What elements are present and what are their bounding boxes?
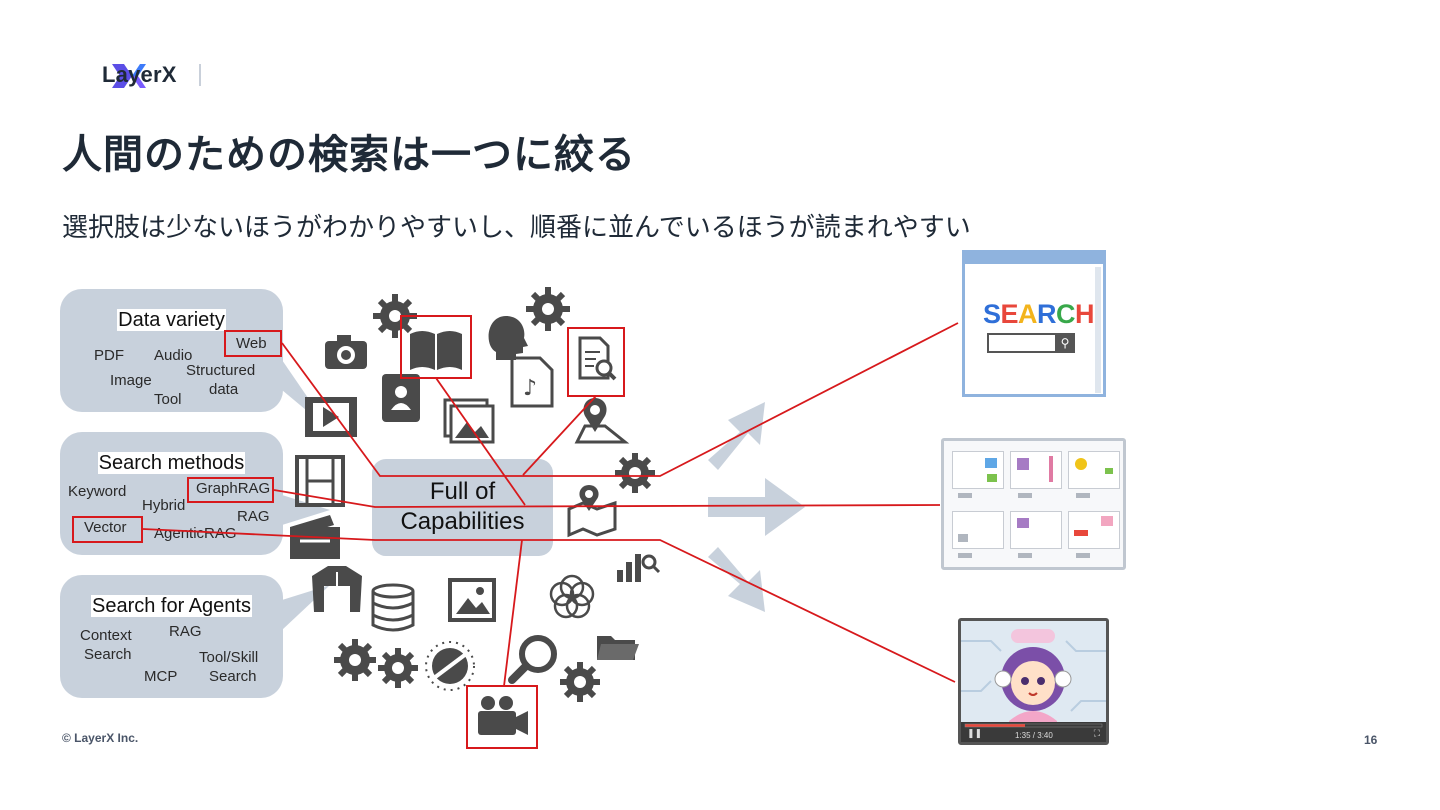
- label-audio: Audio: [154, 347, 193, 364]
- label-mcp: MCP: [144, 668, 178, 685]
- label-data: data: [209, 381, 239, 398]
- scrollbar: [1095, 267, 1101, 393]
- card-caption: [1076, 493, 1090, 498]
- film-icon: [305, 397, 357, 437]
- fullscreen-icon[interactable]: ⛶: [1093, 729, 1100, 739]
- gear-icon: [378, 648, 418, 688]
- book-icon: [410, 331, 462, 370]
- card-4: [952, 511, 1004, 549]
- search-for-agents-panel: Search for Agents Context Search RAG Too…: [60, 575, 283, 698]
- contact-book-icon: [382, 374, 420, 422]
- tilted-ball-icon: [425, 641, 475, 691]
- head-icon: [488, 316, 528, 360]
- vector-highlight-box: [72, 516, 143, 543]
- video-player-illustration: 1:35 / 3:40 ❚❚ ⛶: [958, 618, 1109, 745]
- database-icon: [371, 583, 415, 632]
- header-divider: [199, 64, 201, 86]
- data-variety-title: Data variety: [117, 309, 226, 331]
- data-variety-panel: Data variety PDF Audio Web Image Structu…: [60, 289, 283, 412]
- label-vector: Vector: [84, 519, 127, 536]
- search-for-agents-title: Search for Agents: [91, 595, 252, 617]
- music-file-icon: ♪: [510, 356, 554, 408]
- card-grid-illustration: [941, 438, 1126, 570]
- label-context: Context: [80, 627, 132, 644]
- label-structured: Structured: [186, 362, 256, 379]
- flower-icon: [549, 574, 595, 619]
- gear-icon: [560, 662, 600, 702]
- search-logo: SEARCH: [983, 299, 1095, 329]
- label-rag: RAG: [237, 508, 270, 525]
- arrow-down-right-icon: [708, 547, 765, 612]
- center-line-1: Full of: [429, 478, 496, 505]
- gear-icon: [373, 294, 417, 338]
- browser-toolbar: [965, 253, 1103, 264]
- bar-chart-search-icon: [617, 554, 661, 582]
- video-camera-icon: [478, 696, 528, 735]
- search-button-icon: ⚲: [1055, 333, 1075, 353]
- search-window-illustration: SEARCH ⚲: [962, 250, 1106, 397]
- card-2: [1010, 451, 1062, 489]
- map-pin-icon: [574, 398, 630, 444]
- search-methods-title: Search methods: [97, 452, 246, 474]
- svg-text:♪: ♪: [523, 376, 537, 401]
- film-strip-icon: [295, 455, 345, 507]
- card-caption: [1018, 553, 1032, 558]
- copyright: © LayerX Inc.: [62, 731, 139, 745]
- label-pdf: PDF: [94, 347, 124, 364]
- logo-text: LayerX: [102, 62, 177, 87]
- layerx-logo-icon: [112, 64, 146, 88]
- gear-icon: [334, 639, 376, 681]
- card-caption: [958, 493, 972, 498]
- center-line-2: Capabilities: [400, 508, 525, 535]
- picture-icon: [443, 398, 495, 444]
- card-caption: [958, 553, 972, 558]
- label-hybrid: Hybrid: [142, 497, 186, 514]
- label-graphrag: GraphRAG: [196, 480, 271, 497]
- page-number: 16: [1364, 733, 1378, 747]
- jacket-icon: [312, 566, 362, 612]
- connector-lines: [142, 322, 959, 687]
- label-tool: Tool: [154, 391, 182, 408]
- label-context-search: Search: [84, 646, 132, 663]
- document-search-icon: [578, 336, 617, 381]
- card-caption: [1018, 493, 1032, 498]
- card-caption: [1076, 553, 1090, 558]
- gear-icon: [615, 453, 655, 493]
- label-web: Web: [236, 335, 267, 352]
- card-1: [952, 451, 1004, 489]
- slide-title: 人間のための検索は一つに絞る: [62, 132, 636, 178]
- web-highlight-box: [224, 330, 282, 357]
- card-6: [1068, 511, 1120, 549]
- camera-icon: [325, 335, 367, 369]
- search-methods-panel: Search methods Keyword GraphRAG Hybrid R…: [60, 432, 283, 555]
- slide-subtitle: 選択肢は少ないほうがわかりやすいし、順番に並んでいるほうが読まれやすい: [62, 213, 971, 243]
- video-camera-highlight-box: [466, 685, 538, 749]
- graphrag-highlight-box: [187, 477, 274, 503]
- label-tool-skill: Tool/Skill: [199, 649, 259, 666]
- card-5: [1010, 511, 1062, 549]
- card-3: [1068, 451, 1120, 489]
- clapper-icon: [290, 515, 340, 559]
- image-frame-icon: [448, 578, 496, 622]
- label-tool-skill-search: Search: [209, 668, 257, 685]
- arrow-right-icon: [708, 478, 805, 536]
- label-rag-agent: RAG: [169, 623, 202, 640]
- search-bar: [987, 333, 1065, 353]
- folded-map-icon: [567, 485, 617, 538]
- label-image: Image: [110, 372, 152, 389]
- label-keyword: Keyword: [68, 483, 127, 500]
- folder-icon: [597, 636, 639, 660]
- video-time: 1:35 / 3:40: [1015, 731, 1053, 740]
- label-agenticrag: AgenticRAG: [154, 525, 237, 542]
- magnifier-icon: [508, 635, 557, 684]
- panel-pointer-middle: [282, 495, 330, 525]
- gear-icon: [526, 287, 570, 331]
- avatar-illustration: [961, 629, 1106, 742]
- play-pause-icon[interactable]: ❚❚: [967, 729, 983, 739]
